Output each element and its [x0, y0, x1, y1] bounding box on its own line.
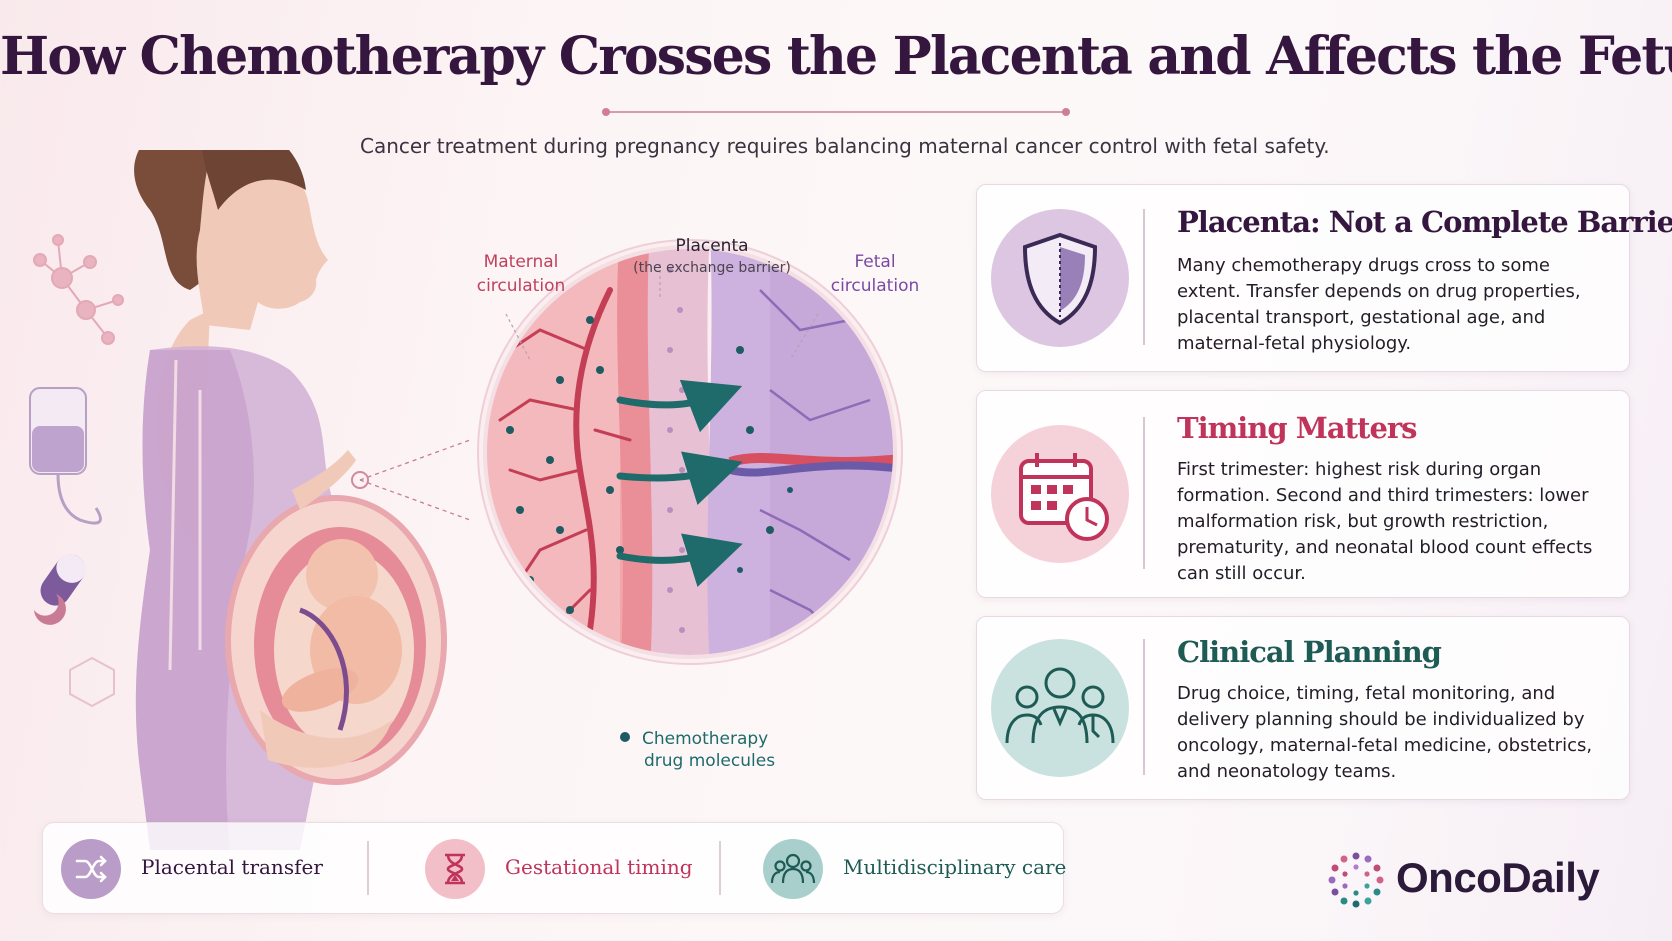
shield-icon	[1022, 232, 1098, 326]
pill-icon	[34, 554, 86, 625]
brand-logo: OncoDaily	[1322, 850, 1622, 910]
page-title: How Chemotherapy Crosses the Placenta an…	[0, 26, 1672, 87]
care-team-icon-circle	[991, 639, 1129, 777]
brand-name: OncoDaily	[1396, 854, 1600, 901]
shield-icon-circle	[991, 209, 1129, 347]
card-text: Many chemotherapy drugs cross to some ex…	[1177, 255, 1581, 354]
placenta-label-text: Placenta	[675, 236, 749, 256]
drug-molecule-dot-icon	[620, 732, 630, 742]
fetal-label-line-2: circulation	[830, 276, 920, 296]
legend-line-2: drug molecules	[644, 751, 776, 771]
card-placenta-barrier: Placenta: Not a Complete Barrier Many ch…	[976, 184, 1672, 372]
pregnant-woman-illustration	[29, 150, 470, 850]
hexagon-decor-icon	[69, 656, 115, 708]
card-divider	[1143, 209, 1145, 345]
card-title: Placenta: Not a Complete Barrier	[1177, 205, 1672, 239]
bar-separator	[367, 841, 369, 895]
maternal-label-line-2: circulation	[476, 276, 566, 296]
card-title: Timing Matters	[1177, 411, 1417, 445]
fetal-circulation-label: Fetal circulation	[820, 250, 930, 298]
calendar-icon-circle	[991, 425, 1129, 563]
molecule-icon	[33, 234, 124, 345]
legend-line-1: Chemotherapy	[642, 729, 769, 749]
bottom-key-factors-bar: Placental transfer Gestational timing	[42, 822, 1067, 914]
placenta-label: Placenta (the exchange barrier)	[612, 234, 812, 278]
placenta-cross-section-diagram	[477, 239, 903, 665]
team-icon-circle	[763, 839, 823, 899]
diagram-legend: Chemotherapy drug molecules	[620, 728, 820, 772]
card-timing-matters: Timing Matters First trimester: highest …	[976, 390, 1630, 598]
key-factor-label: Placental transfer	[141, 855, 323, 879]
card-text: First trimester: highest risk during org…	[1177, 459, 1593, 584]
maternal-circulation-label: Maternal circulation	[466, 250, 576, 298]
key-factor-label: Multidisciplinary care	[843, 855, 1067, 879]
card-title: Clinical Planning	[1177, 635, 1442, 669]
care-team-icon	[1005, 667, 1115, 744]
iv-bag-icon	[29, 387, 102, 525]
fetus-illustration	[281, 539, 402, 731]
card-divider	[1143, 639, 1145, 775]
team-icon	[770, 853, 816, 884]
maternal-label-line-1: Maternal	[483, 252, 559, 272]
placenta-sublabel: (the exchange barrier)	[633, 260, 791, 276]
hourglass-icon	[445, 853, 465, 885]
bar-separator	[719, 841, 721, 895]
calendar-clock-icon	[1019, 453, 1109, 541]
shuffle-icon-circle	[61, 839, 121, 899]
fetal-label-line-1: Fetal	[854, 252, 896, 272]
key-factor-label: Gestational timing	[505, 855, 693, 879]
card-divider	[1143, 417, 1145, 569]
title-divider	[602, 108, 1070, 116]
card-clinical-planning: Clinical Planning Drug choice, timing, f…	[976, 616, 1630, 800]
page-subtitle: Cancer treatment during pregnancy requir…	[360, 134, 1330, 158]
shuffle-icon	[75, 855, 107, 883]
hourglass-icon-circle	[425, 839, 485, 899]
oncodaily-logo-icon	[1328, 852, 1384, 908]
card-text: Drug choice, timing, fetal monitoring, a…	[1177, 683, 1593, 782]
